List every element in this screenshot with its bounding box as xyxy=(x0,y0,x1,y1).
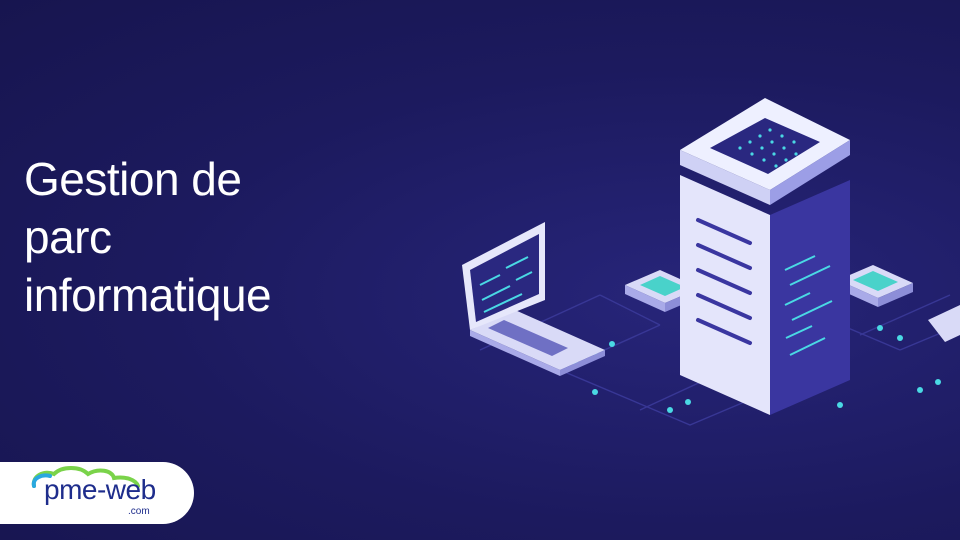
title-line-1: Gestion de xyxy=(24,153,242,205)
laptop-icon xyxy=(462,222,605,376)
page-title: Gestion de parc informatique xyxy=(24,150,272,324)
logo-text: pme-web xyxy=(44,474,156,505)
title-line-3: informatique xyxy=(24,269,272,321)
device-right-icon xyxy=(928,305,960,342)
server-network-illustration xyxy=(462,98,960,426)
cloud-logo-icon xyxy=(31,466,140,488)
title-line-2: parc xyxy=(24,211,112,263)
logo-domain-suffix: .com xyxy=(128,506,150,517)
server-tower-icon xyxy=(680,98,850,415)
